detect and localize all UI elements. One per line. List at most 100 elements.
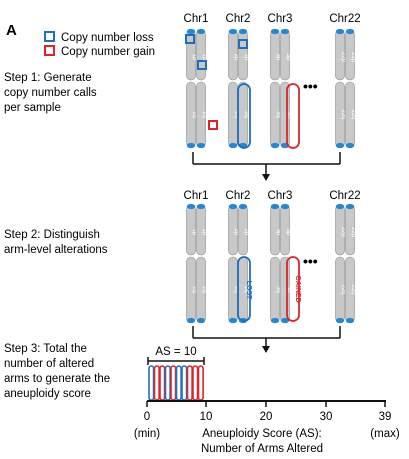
- q-arm-label: 1q: [191, 286, 197, 293]
- gain-legend-label: Copy number gain: [61, 46, 155, 58]
- chromosome-labels-row2: Chr1 Chr2 Chr3 Chr22: [184, 190, 361, 202]
- chromosome-labels-row1: Chr1 Chr2 Chr3 Chr22: [184, 13, 361, 25]
- chr3-label: Chr3: [268, 190, 293, 202]
- altered-arm-gain: [186, 365, 193, 401]
- p-arm-label: 2p: [243, 229, 249, 236]
- altered-arm-gain: [159, 365, 166, 401]
- bottom-telomere: [196, 142, 206, 149]
- top-telomere: [228, 28, 238, 35]
- chr1-label: Chr1: [184, 190, 209, 202]
- bottom-telomere: [335, 142, 345, 149]
- p-arm-label: 22p: [340, 227, 346, 238]
- chromatid: 3p 3q: [270, 28, 281, 149]
- q-arm-label: 1q: [201, 111, 207, 118]
- loss-marker: [238, 39, 248, 49]
- step1-text: Step 1: Generate copy number calls per s…: [4, 72, 97, 114]
- altered-arm-gain: [192, 365, 199, 401]
- row2-alteration-markers: LOST GAINED: [237, 256, 301, 322]
- top-telomere: [335, 28, 345, 35]
- p-arm-label: 22p: [340, 52, 346, 63]
- q-arm-label: 3q: [275, 111, 281, 118]
- step3-line-3: arms to generate the: [4, 373, 110, 385]
- p-arm-label: 3p: [285, 54, 291, 61]
- step3-line-4: aneuploidy score: [4, 388, 91, 400]
- top-telomere: [238, 28, 248, 35]
- chromatid: 22p 22q: [335, 28, 346, 149]
- loss-arm-outline: [237, 83, 251, 149]
- panel-label: A: [6, 22, 17, 39]
- step2-text: Step 2: Distinguish arm-level alteration…: [4, 229, 108, 256]
- chr2-label: Chr2: [226, 13, 251, 25]
- bottom-telomere: [345, 142, 355, 149]
- step1-line-2: copy number calls: [4, 87, 97, 99]
- top-telomere: [270, 203, 280, 210]
- bottom-telomere: [228, 317, 238, 324]
- top-telomere: [238, 203, 248, 210]
- axis-max-label: (max): [370, 428, 400, 440]
- top-telomere: [280, 203, 290, 210]
- top-telomere: [228, 203, 238, 210]
- bottom-telomere: [270, 317, 280, 324]
- axis-min-label: (min): [134, 428, 160, 440]
- as-score-label: AS = 10: [155, 346, 196, 358]
- p-arm-label: 1p: [201, 229, 207, 236]
- p-arm-label: 1p: [191, 54, 197, 61]
- altered-arm-gain: [153, 365, 160, 401]
- loss-marker: [185, 34, 195, 44]
- q-arm-label: 3q: [285, 111, 291, 118]
- top-telomere: [196, 28, 206, 35]
- step2-line-1: Step 2: Distinguish: [4, 229, 100, 241]
- top-telomere: [345, 28, 355, 35]
- step3-line-1: Step 3: Total the: [4, 343, 87, 355]
- q-arm-label: 3q: [275, 286, 281, 293]
- step1-line-3: per sample: [4, 102, 61, 114]
- chr22-label: Chr22: [329, 13, 360, 25]
- altered-arm-loss: [148, 365, 155, 401]
- top-telomere: [196, 203, 206, 210]
- gained-arm-outline: [286, 256, 300, 322]
- axis-title-line2: Number of Arms Altered: [201, 443, 323, 455]
- ellipsis: •••: [303, 253, 318, 269]
- altered-arm-loss: [175, 365, 182, 401]
- aneuploidy-axis: 0 10 20 30 39 (min) (max) Aneuploidy Sco…: [134, 400, 400, 455]
- loss-legend-swatch: [44, 31, 55, 42]
- row1-alteration-markers: [185, 34, 300, 149]
- loss-legend-label: Copy number loss: [61, 32, 154, 44]
- altered-arm-gain: [170, 365, 177, 401]
- q-arm-label: 22q: [340, 284, 346, 294]
- q-arm-label: 2q: [233, 111, 239, 118]
- q-arm-label: 22q: [350, 109, 356, 119]
- q-arm-label: 2q: [243, 111, 249, 118]
- bottom-telomere: [270, 142, 280, 149]
- p-arm-label: 3p: [275, 54, 281, 61]
- top-telomere: [186, 28, 196, 35]
- lost-label: LOST: [245, 281, 252, 300]
- q-arm-label: 22q: [340, 109, 346, 119]
- step3-line-2: number of altered: [4, 358, 94, 370]
- chr22-label: Chr22: [329, 190, 360, 202]
- loss-marker: [197, 60, 207, 70]
- top-telomere: [345, 203, 355, 210]
- gain-marker: [208, 120, 218, 130]
- axis-tick-label-0: 0: [144, 411, 150, 423]
- axis-title-line1: Aneuploidy Score (AS):: [202, 428, 322, 440]
- altered-arm-gain: [197, 365, 204, 401]
- q-arm-label: 22q: [350, 284, 356, 294]
- as-bracket: AS = 10: [147, 346, 205, 365]
- p-arm-label: 2p: [233, 229, 239, 236]
- top-telomere: [270, 28, 280, 35]
- chromatid: 3p 3q: [280, 28, 291, 149]
- bottom-telomere: [335, 317, 345, 324]
- p-arm-label: 2p: [233, 54, 239, 61]
- altered-arms-group: [148, 365, 204, 401]
